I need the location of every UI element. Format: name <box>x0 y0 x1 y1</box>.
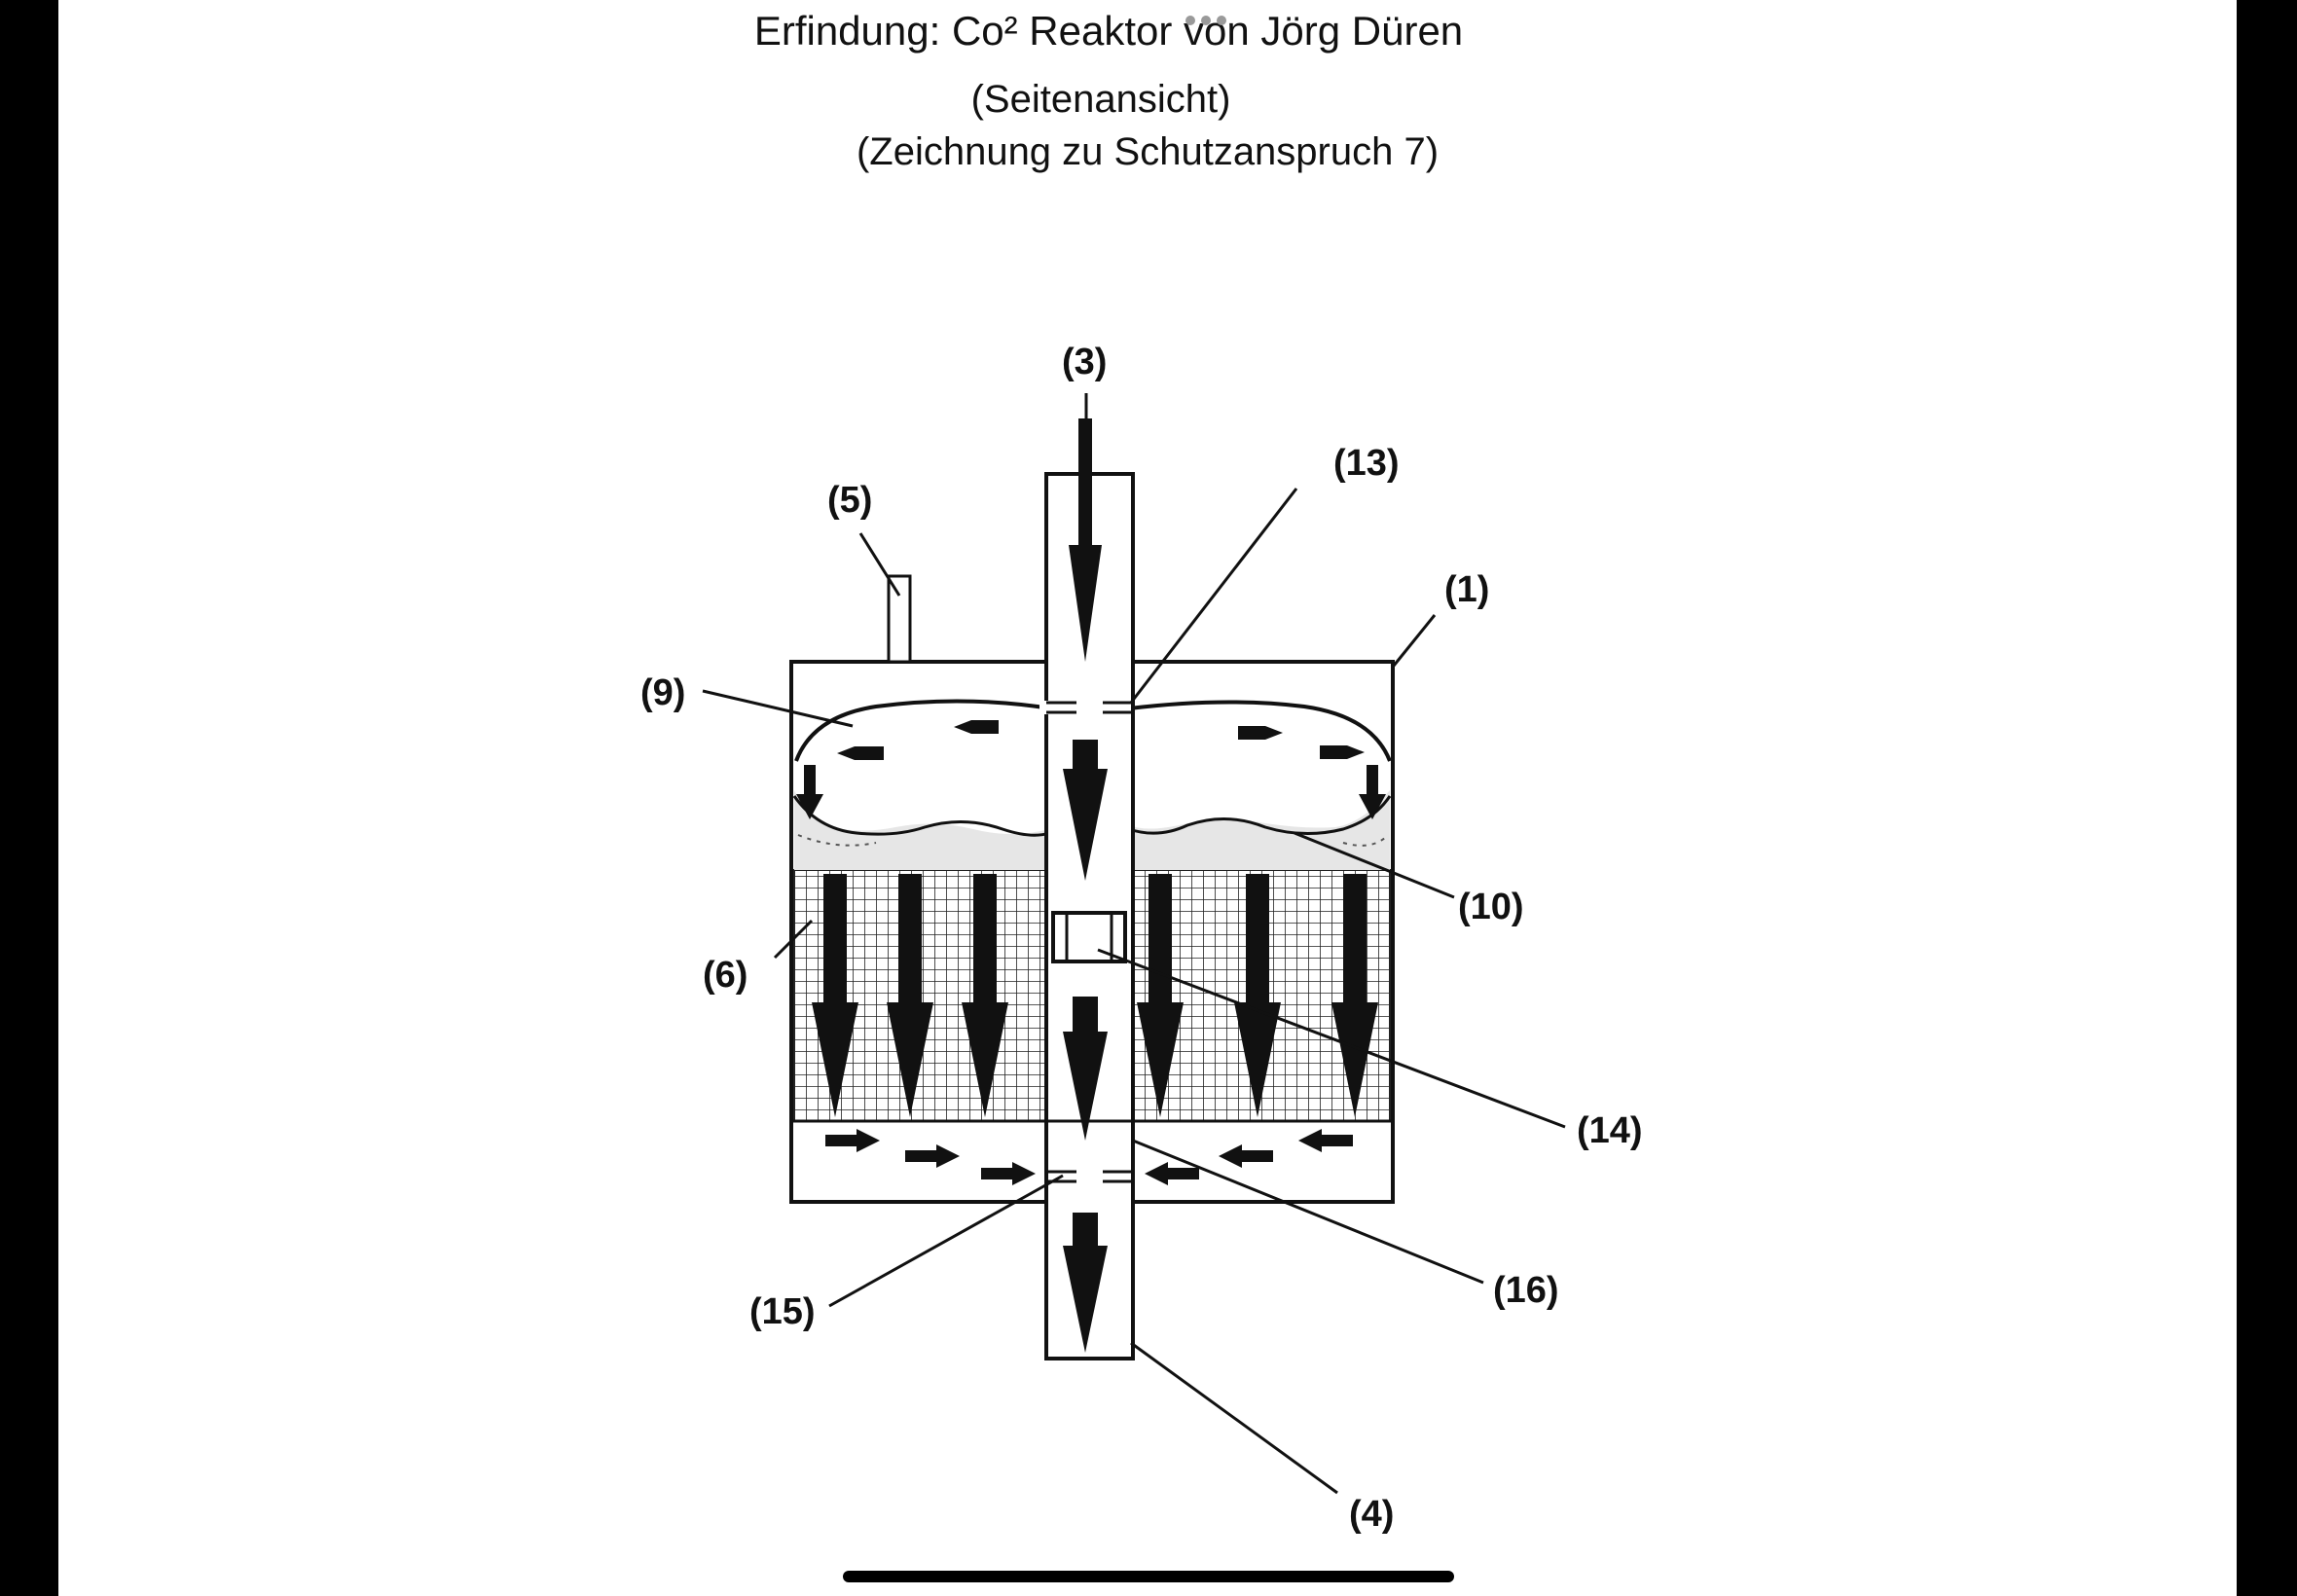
label-13: (13) <box>1333 443 1400 484</box>
page-title: Erfindung: Co² Reaktor von Jörg Düren <box>753 8 1464 54</box>
label-15: (15) <box>749 1291 816 1332</box>
insert-14 <box>1051 911 1127 963</box>
home-indicator[interactable] <box>843 1571 1454 1582</box>
label-9: (9) <box>640 672 685 713</box>
gas-outlet-pipe <box>887 574 912 664</box>
more-options-icon[interactable] <box>1185 16 1226 25</box>
page-subtitle: (Seitenansicht) <box>970 78 1231 121</box>
label-4: (4) <box>1349 1494 1394 1535</box>
label-10: (10) <box>1458 887 1524 927</box>
label-5: (5) <box>827 480 872 521</box>
document-page: Erfindung: Co² Reaktor von Jörg Düren (S… <box>58 0 2237 1596</box>
label-3: (3) <box>1062 342 1107 382</box>
label-1: (1) <box>1444 569 1489 610</box>
flow-arrows <box>796 418 1386 1353</box>
page-subtitle-claim: (Zeichnung zu Schutzanspruch 7) <box>856 130 1440 173</box>
label-16: (16) <box>1493 1270 1559 1311</box>
label-14: (14) <box>1577 1110 1643 1151</box>
label-6: (6) <box>703 955 747 996</box>
